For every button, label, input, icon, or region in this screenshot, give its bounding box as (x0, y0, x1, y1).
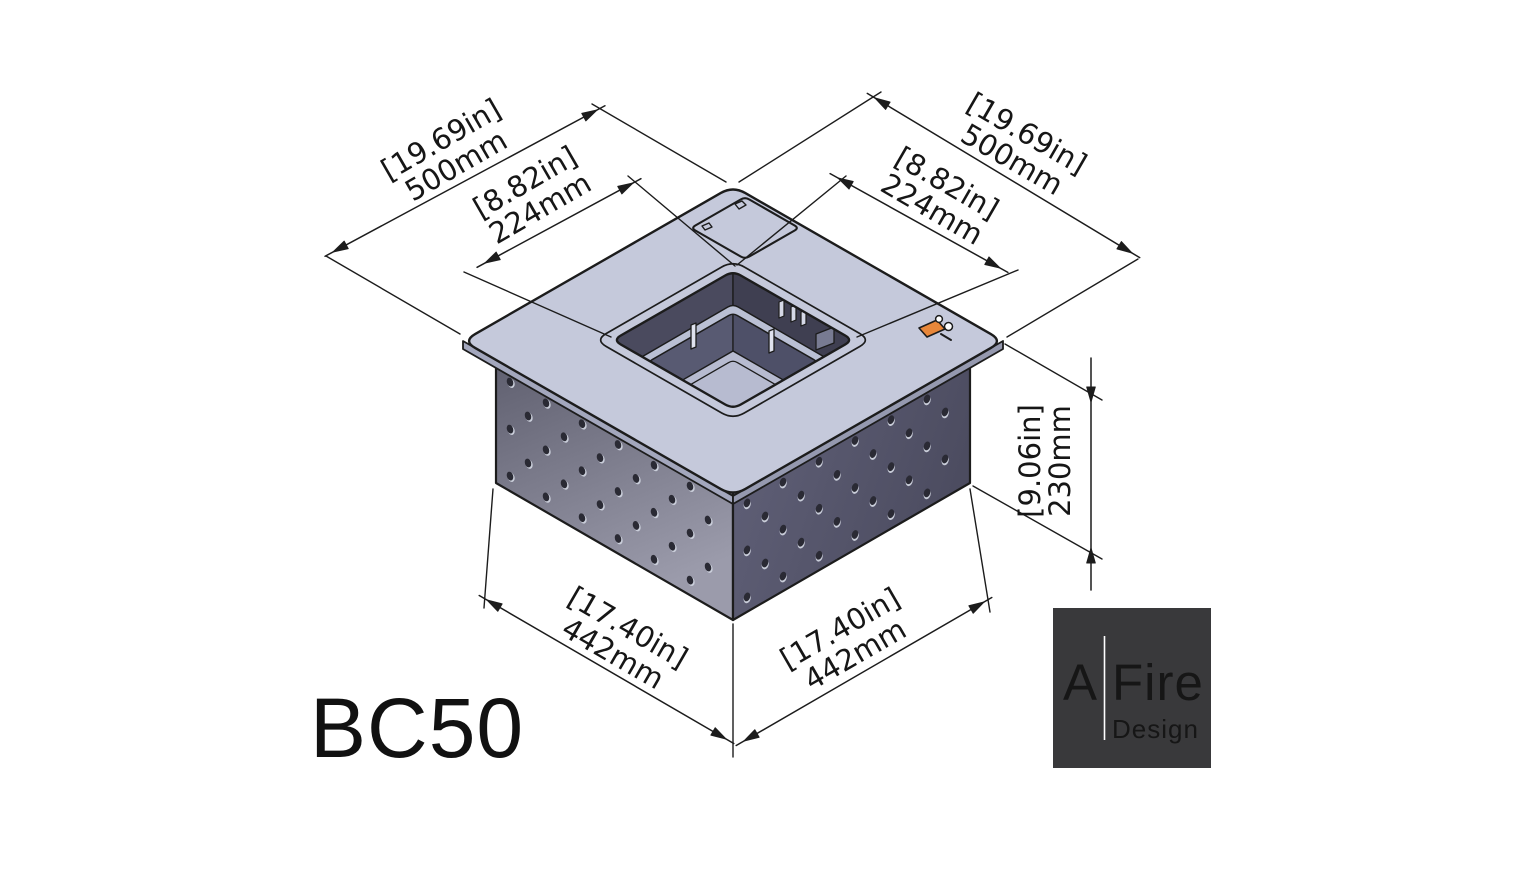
dim-label-body-width-right: [17.40in] 442mm (774, 581, 912, 697)
dim-label-body-height: [9.06in] 230mm (1013, 404, 1077, 518)
burner-3d-model (462, 188, 1004, 622)
control-panel-icon (918, 314, 954, 341)
logo-letter-a: A (1063, 654, 1098, 711)
dim-height-mm: 230mm (1043, 405, 1077, 517)
access-panel-outline (692, 197, 798, 259)
dimension-lines (324, 91, 1141, 758)
product-model-label: BC50 (310, 681, 524, 775)
brand-logo: A Fire Design (1053, 608, 1211, 768)
logo-background (1053, 608, 1211, 768)
dim-label-body-width-left: [17.40in] 442mm (556, 580, 694, 696)
logo-word-design: Design (1112, 714, 1199, 744)
logo-word-fire: Fire (1112, 654, 1204, 711)
dim-height-inches: [9.06in] (1013, 404, 1047, 518)
